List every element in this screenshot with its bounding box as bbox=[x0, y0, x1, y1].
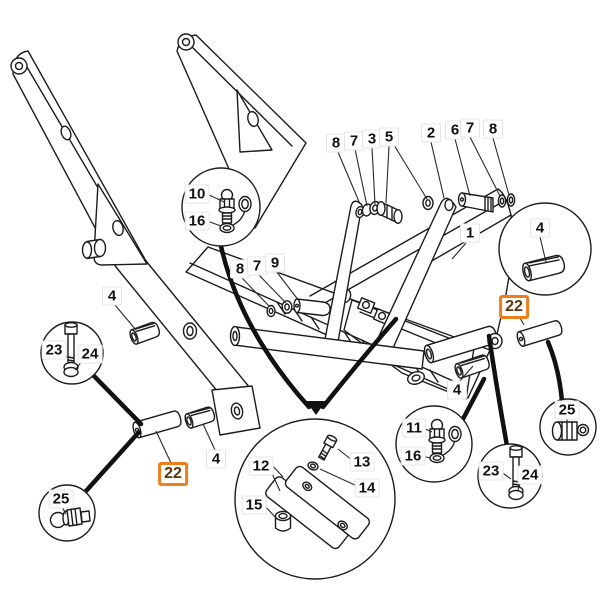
callout-24[interactable]: 24 bbox=[77, 344, 103, 364]
callout-7[interactable]: 7 bbox=[460, 118, 480, 138]
bushing-4-left bbox=[129, 321, 161, 345]
thick-leader-lines bbox=[83, 243, 565, 494]
callout-7[interactable]: 7 bbox=[344, 131, 364, 151]
highlighted-callout-22[interactable]: 22 bbox=[158, 462, 188, 486]
callout-14[interactable]: 14 bbox=[354, 478, 380, 498]
cross-tube bbox=[229, 325, 425, 370]
bolt-detail-left bbox=[63, 322, 79, 378]
bushing-4-bottom bbox=[184, 406, 216, 429]
pivot-pin-left bbox=[132, 410, 182, 439]
bolt-detail-right bbox=[508, 445, 524, 501]
callout-12[interactable]: 12 bbox=[248, 456, 274, 476]
grease-nipple-detail-bottom bbox=[428, 418, 462, 464]
label-leader-lines bbox=[61, 136, 568, 519]
callout-4[interactable]: 4 bbox=[206, 449, 226, 469]
pivot-washer-stack bbox=[355, 195, 434, 224]
callout-10[interactable]: 10 bbox=[184, 184, 210, 204]
tipping-links bbox=[324, 197, 457, 358]
callout-23[interactable]: 23 bbox=[478, 461, 504, 481]
callout-16[interactable]: 16 bbox=[400, 446, 426, 466]
slotted-bushing-detail bbox=[522, 254, 566, 282]
callout-5[interactable]: 5 bbox=[379, 127, 399, 147]
callout-8[interactable]: 8 bbox=[326, 133, 346, 153]
callout-25[interactable]: 25 bbox=[48, 489, 74, 509]
callout-24[interactable]: 24 bbox=[517, 465, 543, 485]
grease-fitting-detail-right bbox=[551, 421, 590, 441]
callout-2[interactable]: 2 bbox=[421, 123, 441, 143]
highlighted-callout-22[interactable]: 22 bbox=[499, 295, 529, 319]
callout-13[interactable]: 13 bbox=[349, 452, 375, 472]
callout-7[interactable]: 7 bbox=[247, 256, 267, 276]
boom-arm-front bbox=[176, 33, 307, 229]
pivot-pin-mid bbox=[266, 298, 331, 318]
pivot-pin-right bbox=[516, 320, 563, 347]
callout-16[interactable]: 16 bbox=[184, 211, 210, 231]
callout-9[interactable]: 9 bbox=[265, 253, 285, 273]
callout-4[interactable]: 4 bbox=[447, 380, 467, 400]
callout-8[interactable]: 8 bbox=[483, 119, 503, 139]
callout-25[interactable]: 25 bbox=[554, 400, 580, 420]
callout-1[interactable]: 1 bbox=[460, 223, 480, 243]
callout-11[interactable]: 11 bbox=[402, 418, 426, 438]
callout-23[interactable]: 23 bbox=[41, 340, 67, 360]
plate-assembly-detail bbox=[265, 434, 371, 550]
boom-arm-rear bbox=[10, 50, 261, 436]
callout-4[interactable]: 4 bbox=[102, 286, 122, 306]
callout-15[interactable]: 15 bbox=[241, 495, 267, 515]
callout-4[interactable]: 4 bbox=[530, 218, 550, 238]
grease-fitting-detail-left bbox=[49, 507, 91, 529]
pivot-pin-top bbox=[457, 192, 516, 213]
